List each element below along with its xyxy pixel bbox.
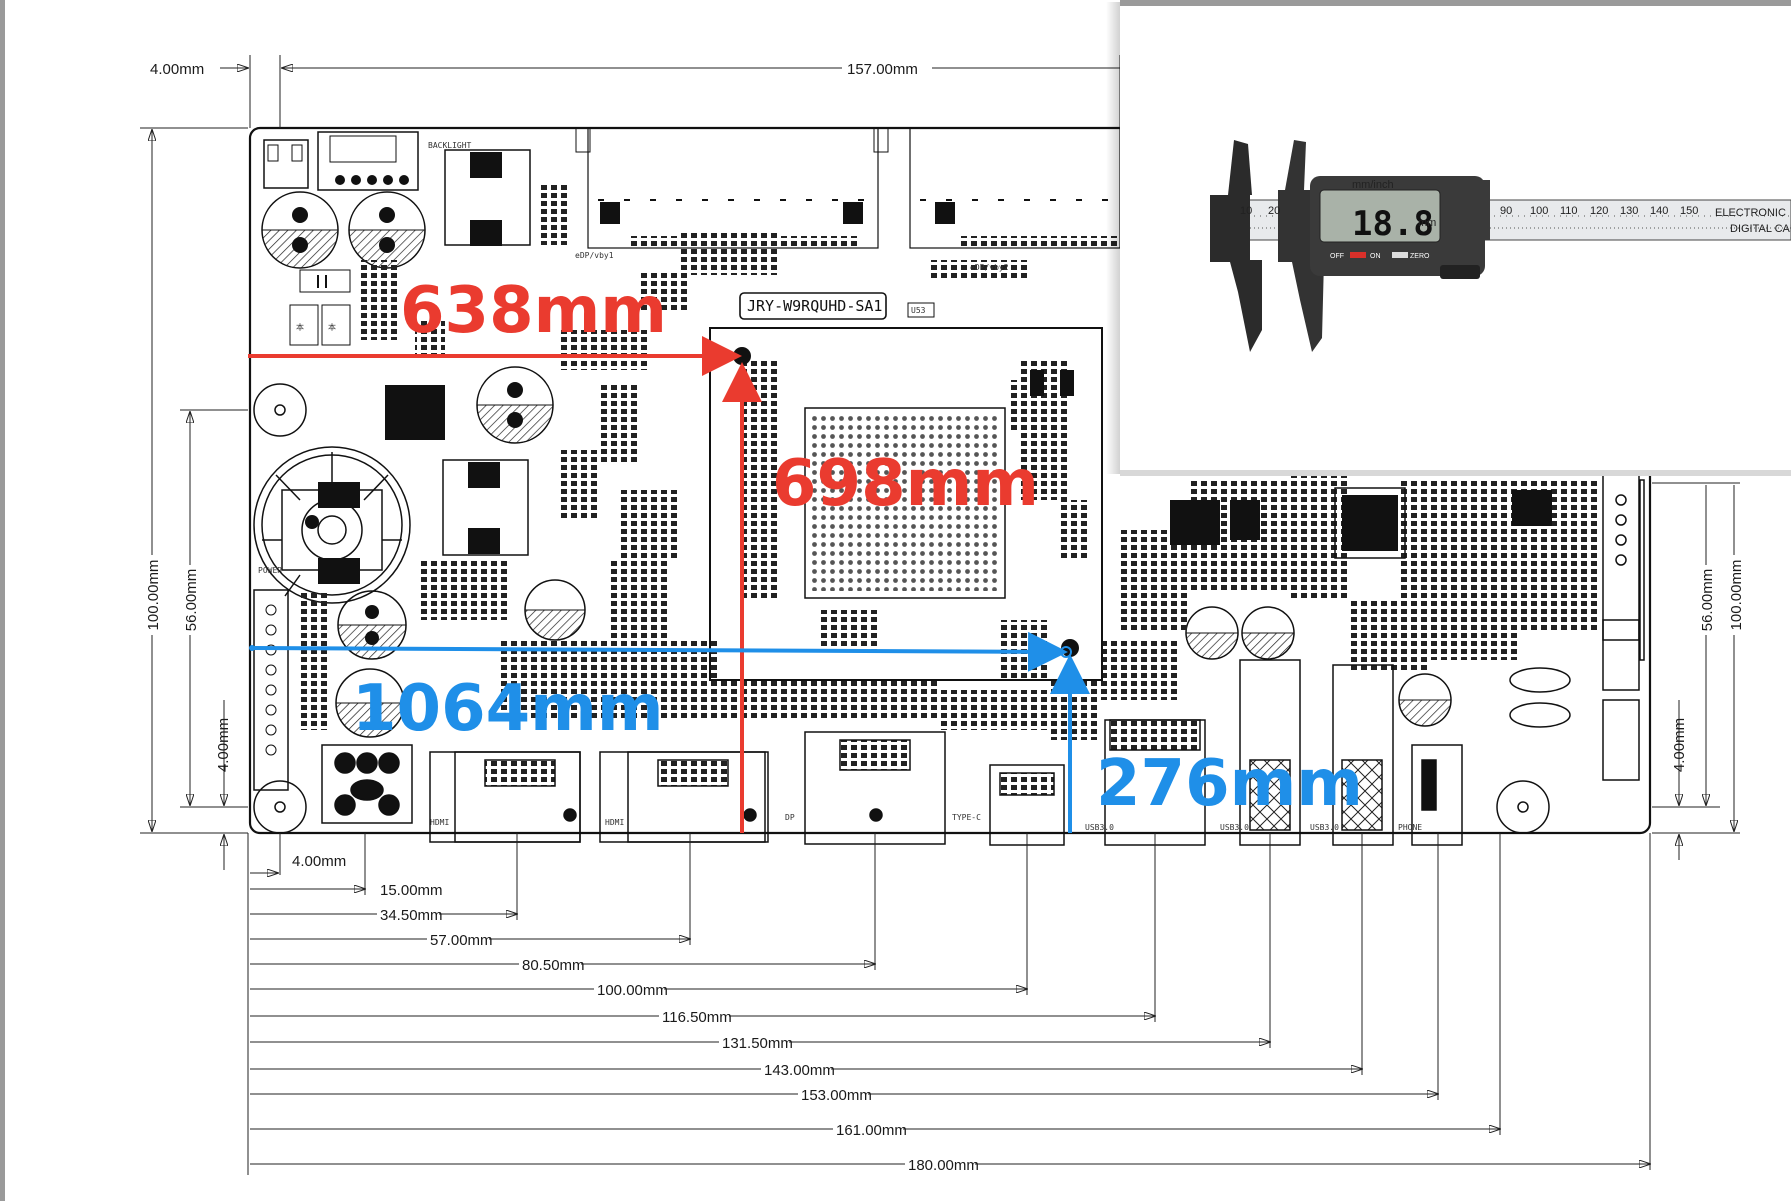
dim-bottom-6: 131.50mm <box>722 1035 793 1052</box>
u53-silk-label: U53 <box>911 306 926 315</box>
dim-right-height: 100.00mm <box>1728 560 1745 631</box>
caliper-scale-number: 150 <box>1680 205 1698 217</box>
dim-bottom-8: 153.00mm <box>801 1087 872 1104</box>
capacitor-icon <box>261 191 1452 738</box>
caliper-scale-number: 140 <box>1650 205 1668 217</box>
dimension-labels: 4.00mm 157.00mm 100.00mm 56.00mm 4.00mm … <box>143 58 1746 1175</box>
caliper-btn-on: ON <box>1370 253 1381 260</box>
red-horizontal-label: 638mm <box>400 274 667 348</box>
zero-button <box>1392 252 1408 258</box>
dim-bottom-2: 57.00mm <box>430 932 493 949</box>
bottom-connectors <box>321 479 1645 846</box>
usb-silk-label-3: USB3.0 <box>1310 823 1339 832</box>
caliper-scale-number: 100 <box>1530 205 1548 217</box>
left-edge-bar <box>0 0 5 1201</box>
dim-label-backing <box>659 1007 729 1027</box>
caliper-brand-1: ELECTRONIC <box>1715 207 1786 219</box>
dim-label-backing <box>519 955 581 975</box>
typec-silk-label: TYPE-C <box>952 813 981 822</box>
blue-measurement: 1064mm 276mm <box>249 631 1363 833</box>
power-silk-label: POWER <box>258 566 282 575</box>
caliper-scale-number: 120 <box>1590 205 1608 217</box>
dim-right-bottom: 4.00mm <box>1671 718 1688 772</box>
off-button <box>1350 252 1366 258</box>
dim-left-bottom: 4.00mm <box>215 718 232 772</box>
dim-label-backing <box>761 1060 831 1080</box>
digital-caliper-icon: mm/inch 18.8 mm OFF ON ZERO 10 20 90 100 110… <box>1210 140 1791 352</box>
hdmi-silk-label-2: HDMI <box>605 818 624 827</box>
svg-text:本: 本 <box>296 322 304 332</box>
caliper-scale-number: 110 <box>1560 205 1578 217</box>
dim-bottom-10: 180.00mm <box>908 1157 979 1174</box>
caliper-scale-number: 130 <box>1620 205 1638 217</box>
part-number-label: JRY-W9RQUHD-SA1 <box>747 297 882 315</box>
red-measurement: 638mm 698mm <box>248 274 1039 833</box>
dim-label-backing <box>719 1033 789 1053</box>
red-vertical-label: 698mm <box>772 447 1039 521</box>
edp1-silk-label: eDP/vby1 <box>575 251 614 260</box>
dim-label-backing <box>377 880 439 900</box>
dim-right-mid: 56.00mm <box>1699 569 1716 632</box>
dim-bottom-9: 161.00mm <box>836 1122 907 1139</box>
soc-chip <box>709 327 1103 681</box>
mounting-hole-icon <box>253 383 1550 834</box>
dim-label-backing <box>427 930 489 950</box>
dim-left-height: 100.00mm <box>145 560 162 631</box>
caliper-scale-number: 20 <box>1268 205 1280 217</box>
smd-components <box>300 185 1600 740</box>
caliper-inset: mm/inch 18.8 mm OFF ON ZERO 10 20 90 100 110… <box>1106 0 1791 476</box>
hdmi-silk-label-1: HDMI <box>430 818 449 827</box>
edp2-silk-label: eDP/vby2 <box>970 263 1009 272</box>
blue-horizontal-label: 1064mm <box>352 672 664 746</box>
caliper-brand-2: DIGITAL CALI <box>1730 223 1791 235</box>
backlight-silk-label: BACKLIGHT <box>428 141 472 150</box>
dim-label-backing <box>833 1120 903 1140</box>
blue-vertical-label: 276mm <box>1096 747 1363 821</box>
dim-left-mid: 56.00mm <box>183 569 200 632</box>
caliper-unit-label: mm/inch <box>1352 179 1394 191</box>
dim-bottom-1: 34.50mm <box>380 907 443 924</box>
usb-silk-label-1: USB3.0 <box>1085 823 1114 832</box>
caliper-scale-number: 10 <box>1240 205 1252 217</box>
usb-silk-label-2: USB3.0 <box>1220 823 1249 832</box>
caliper-reading-unit: mm <box>1418 217 1436 229</box>
phone-silk-label: PHONE <box>1398 823 1422 832</box>
dim-bottom-7: 143.00mm <box>764 1062 835 1079</box>
dim-bottom-3: 80.50mm <box>522 957 585 974</box>
dim-top-width: 157.00mm <box>847 61 918 78</box>
caliper-btn-zero: ZERO <box>1410 253 1430 260</box>
dim-bottom-4: 100.00mm <box>597 982 668 999</box>
dim-bottom-0: 15.00mm <box>380 882 443 899</box>
caliper-btn-off: OFF <box>1330 253 1344 260</box>
dim-bottom-hole: 4.00mm <box>292 853 346 870</box>
dim-bottom-5: 116.50mm <box>662 1009 732 1026</box>
caliper-scale-number: 90 <box>1500 205 1512 217</box>
dim-top-offset: 4.00mm <box>150 61 204 78</box>
dp-silk-label: DP <box>785 813 795 822</box>
dim-label-backing <box>905 1155 975 1175</box>
dim-label-backing <box>594 980 664 1000</box>
svg-text:本: 本 <box>328 322 336 332</box>
caliper-reading: 18.8 <box>1352 204 1434 244</box>
dim-label-backing <box>798 1085 868 1105</box>
dim-label-backing <box>377 905 439 925</box>
